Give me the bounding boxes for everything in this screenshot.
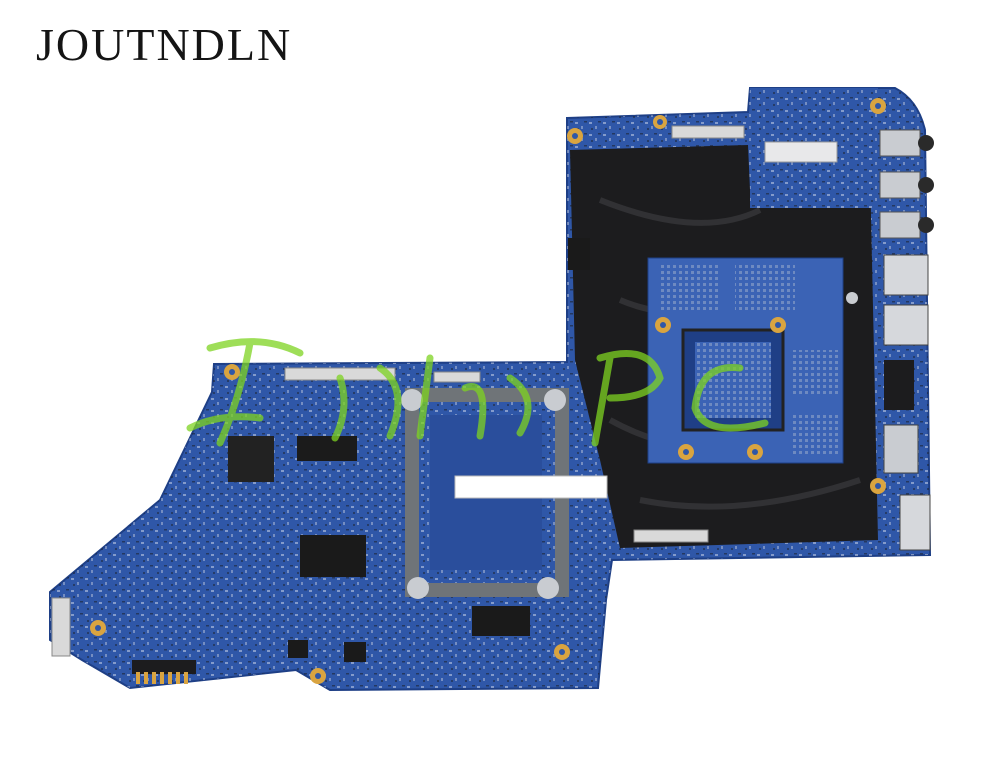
screw-holes	[90, 98, 886, 684]
io-ports	[879, 129, 934, 551]
battery-connector	[132, 660, 196, 684]
brand-logo: JOUTNDLN	[36, 19, 293, 70]
cpu-socket-bracket	[401, 388, 608, 599]
